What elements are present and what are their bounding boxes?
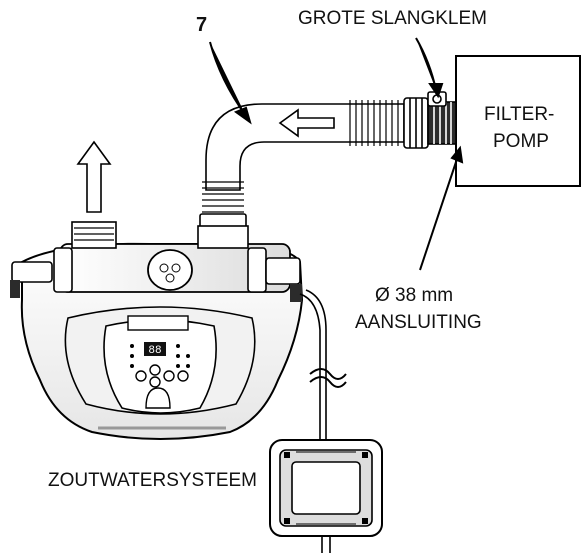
indicator-lights: [130, 344, 190, 368]
sensor-cell: [147, 249, 193, 291]
callout-number: 7: [196, 14, 208, 36]
filter-pump-label-line1: FILTER-: [484, 104, 555, 125]
status-dome: [145, 387, 171, 409]
control-buttons: [135, 364, 189, 388]
filter-pump-box: [455, 55, 581, 187]
hose-clamp-label: GROTE SLANGKLEM: [298, 8, 487, 29]
flow-arrow-up: [76, 140, 112, 213]
elbow-pipe: [199, 100, 405, 231]
flow-arrow-left: [278, 108, 335, 138]
connection-size-label: Ø 38 mm: [375, 285, 454, 306]
pipe-ribs-vertical: [202, 181, 244, 213]
filter-pump-label-line2: POMP: [493, 131, 549, 152]
pump-coupling: [403, 97, 457, 149]
salt-system-label: ZOUTWATERSYSTEEM: [48, 470, 257, 491]
connection-label: AANSLUITING: [355, 312, 482, 333]
salt-system-unit: 88: [10, 221, 304, 440]
pipe-ribs-horizontal: [349, 100, 399, 146]
leader-lines: [209, 37, 464, 271]
power-cable: [299, 289, 347, 440]
control-display: [144, 342, 166, 356]
power-supply: [269, 439, 383, 553]
control-display-value: 88: [148, 345, 161, 357]
